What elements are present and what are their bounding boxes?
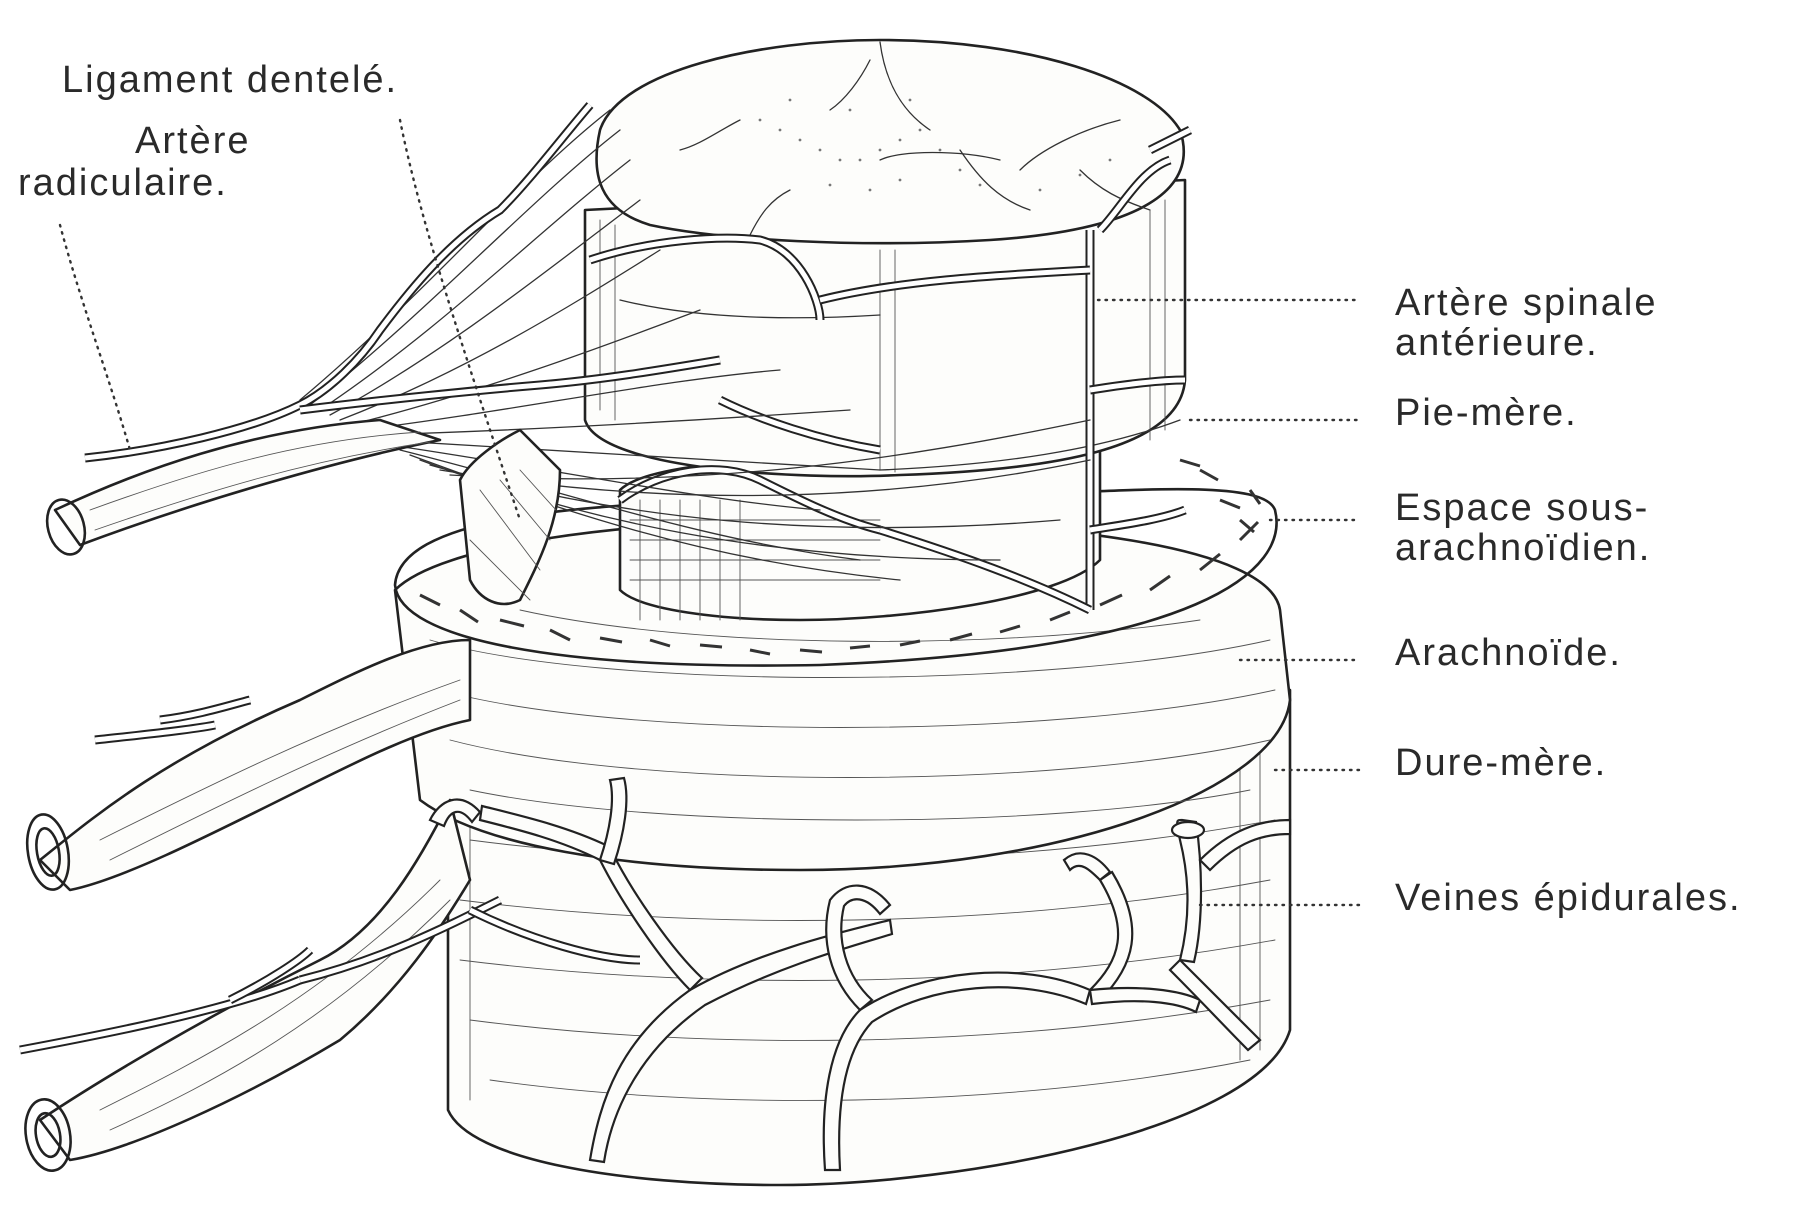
nerve-root-middle [22,640,470,893]
label-pie-mere: Pie-mère. [1395,392,1578,434]
spinal-cord-cylinder [585,40,1185,476]
label-artere-spinale-line1: Artère spinale [1395,282,1657,324]
label-arachnoide: Arachnoïde. [1395,632,1622,674]
label-artere-radiculaire-line1: Artère [135,120,250,162]
label-dure-mere: Dure-mère. [1395,742,1607,784]
label-artere-radiculaire-line2: radiculaire. [18,162,228,204]
label-veines-epidurales: Veines épidurales. [1395,877,1742,919]
label-espace-sous-line1: Espace sous- [1395,487,1649,529]
label-ligament-dentele: Ligament dentelé. [62,59,398,101]
label-espace-sous-line2: arachnoïdien. [1395,527,1651,569]
label-artere-spinale-line2: antérieure. [1395,322,1599,364]
leader-artere-radiculaire [60,225,130,450]
